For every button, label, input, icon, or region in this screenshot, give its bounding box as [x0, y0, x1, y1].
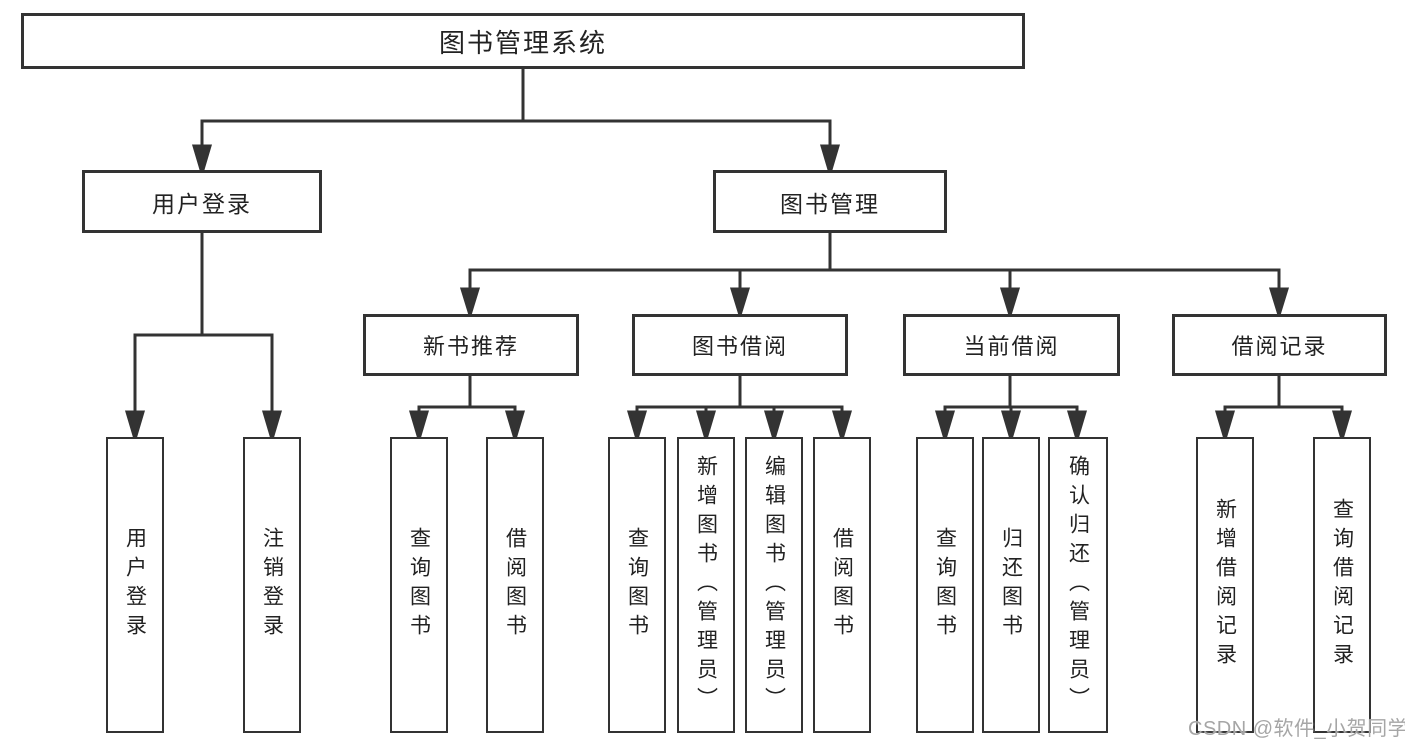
- arrowhead: [819, 144, 841, 179]
- leaf-current-confirm-return-admin: 确认归还（管理员）: [1048, 437, 1108, 733]
- arrowhead: [831, 410, 853, 445]
- leaf-recommend-query-books-label: 查询图书: [407, 527, 431, 643]
- arrowhead: [626, 410, 648, 445]
- node-book-management: 图书管理: [713, 170, 947, 233]
- arrowhead: [1268, 287, 1290, 321]
- node-root: 图书管理系统: [21, 13, 1025, 69]
- arrowhead: [261, 410, 283, 445]
- arrowhead: [459, 287, 481, 321]
- leaf-logout-label: 注销登录: [260, 527, 284, 643]
- node-book-management-label: 图书管理: [780, 190, 880, 217]
- leaf-recommend-borrow-books: 借阅图书: [486, 437, 544, 733]
- leaf-records-query-record-label: 查询借阅记录: [1330, 498, 1354, 672]
- arrowhead: [504, 410, 526, 445]
- leaf-user-login: 用户登录: [106, 437, 164, 733]
- leaf-current-return-books: 归还图书: [982, 437, 1040, 733]
- leaf-records-add-record: 新增借阅记录: [1196, 437, 1254, 733]
- leaf-current-confirm-return-admin-label: 确认归还（管理员）: [1066, 454, 1090, 716]
- leaf-borrow-borrow-books-label: 借阅图书: [830, 527, 854, 643]
- leaf-current-query-books-label: 查询图书: [933, 527, 957, 643]
- leaf-logout: 注销登录: [243, 437, 301, 733]
- leaf-user-login-label: 用户登录: [123, 527, 147, 643]
- node-current-borrow: 当前借阅: [903, 314, 1120, 376]
- arrowhead: [1000, 410, 1022, 445]
- connector-book-borrow-children: [626, 374, 853, 445]
- node-book-borrow-label: 图书借阅: [691, 334, 788, 359]
- leaf-recommend-borrow-books-label: 借阅图书: [503, 527, 527, 643]
- node-current-borrow-label: 当前借阅: [963, 334, 1060, 359]
- node-book-borrow: 图书借阅: [632, 314, 848, 376]
- leaf-current-query-books: 查询图书: [916, 437, 974, 733]
- arrowhead: [408, 410, 430, 445]
- leaf-borrow-query-books-label: 查询图书: [625, 527, 649, 643]
- arrowhead: [191, 144, 213, 179]
- leaf-borrow-add-books-admin-label: 新增图书（管理员）: [694, 454, 718, 716]
- connector-current-borrow-children: [934, 374, 1088, 445]
- arrowhead: [934, 410, 956, 445]
- arrowhead: [1066, 410, 1088, 445]
- arrowhead: [999, 287, 1021, 321]
- node-new-book-recommend-label: 新书推荐: [422, 334, 519, 359]
- node-root-label: 图书管理系统: [438, 27, 607, 58]
- connector-user-login-children: [124, 231, 283, 445]
- watermark: CSDN @软件_小贺同学: [1188, 718, 1405, 740]
- leaf-borrow-edit-books-admin-label: 编辑图书（管理员）: [762, 454, 786, 716]
- node-borrow-records: 借阅记录: [1172, 314, 1387, 376]
- arrowhead: [1331, 410, 1353, 445]
- leaf-borrow-query-books: 查询图书: [608, 437, 666, 733]
- arrowhead: [763, 410, 785, 445]
- connector-new-book-recommend-children: [408, 374, 526, 445]
- leaf-borrow-add-books-admin: 新增图书（管理员）: [677, 437, 735, 733]
- arrowhead: [124, 410, 146, 445]
- leaf-borrow-edit-books-admin: 编辑图书（管理员）: [745, 437, 803, 733]
- leaf-borrow-borrow-books: 借阅图书: [813, 437, 871, 733]
- node-new-book-recommend: 新书推荐: [363, 314, 579, 376]
- node-user-login: 用户登录: [82, 170, 322, 233]
- leaf-records-add-record-label: 新增借阅记录: [1213, 498, 1237, 672]
- connector-borrow-records-children: [1214, 374, 1353, 445]
- leaf-records-query-record: 查询借阅记录: [1313, 437, 1371, 733]
- node-user-login-label: 用户登录: [152, 190, 252, 217]
- leaf-recommend-query-books: 查询图书: [390, 437, 448, 733]
- arrowhead: [695, 410, 717, 445]
- node-borrow-records-label: 借阅记录: [1231, 334, 1328, 359]
- arrowhead: [729, 287, 751, 321]
- connector-book-management-children: [459, 231, 1290, 321]
- connector-root-to-level2: [191, 66, 841, 179]
- leaf-current-return-books-label: 归还图书: [999, 527, 1023, 643]
- arrowhead: [1214, 410, 1236, 445]
